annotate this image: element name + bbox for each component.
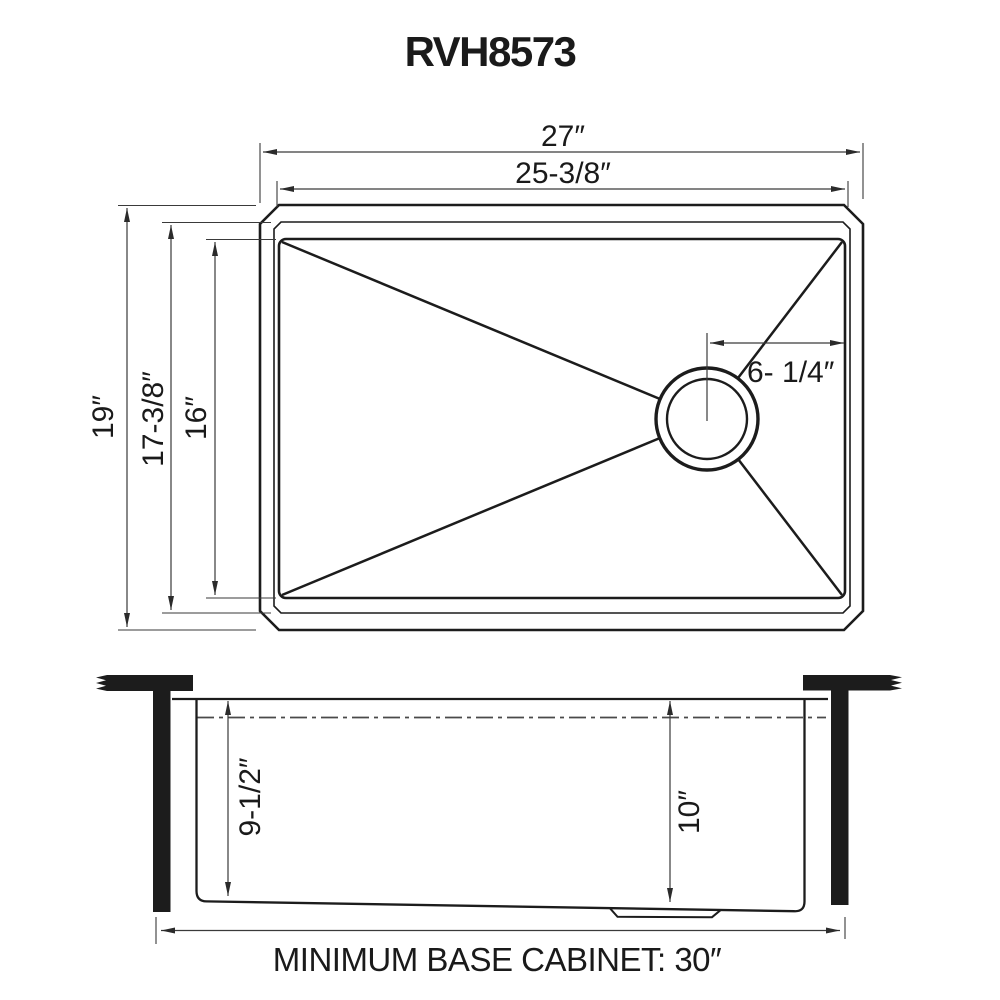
dim-depth-right: 10″	[667, 701, 706, 902]
countertop-right	[803, 675, 902, 691]
dim-label-drain-offset: 6- 1/4″	[747, 356, 835, 389]
dim-overall-width: 27″	[259, 120, 864, 203]
sink-bowl-outline	[277, 237, 847, 600]
dim-label-bowl-width: 25-3/8″	[515, 157, 611, 190]
dim-bowl-width: 25-3/8″	[276, 157, 849, 207]
countertop-left	[96, 675, 193, 691]
dim-overall-depth: 19″	[87, 204, 256, 631]
cabinet-wall-left	[153, 691, 171, 912]
sink-profile	[195, 699, 806, 913]
dim-rim-depth: 17-3/8″	[137, 221, 271, 614]
sink-rim-outline	[273, 221, 851, 614]
dim-label-rim-depth: 17-3/8″	[137, 371, 170, 467]
page-title: RVH8573	[405, 28, 576, 75]
cabinet-wall-right	[831, 690, 849, 905]
dim-label-overall-width: 27″	[541, 120, 585, 153]
bowl-slope-line-bottom-left	[281, 436, 661, 597]
dim-bowl-depth: 16″	[180, 238, 276, 599]
drain-flange	[609, 907, 722, 919]
base-cabinet-note: MINIMUM BASE CABINET: 30″	[273, 941, 722, 978]
dim-label-depth-right: 10″	[673, 790, 706, 834]
bowl-slope-line-bottom-right	[737, 458, 843, 596]
dim-label-bowl-depth: 16″	[180, 396, 213, 440]
top-view: 27″ 25-3/8″ 19″ 17-3/8″ 16″	[87, 120, 865, 632]
sink-outer-outline	[258, 203, 865, 632]
dim-drain-offset: 6- 1/4″	[710, 340, 844, 389]
dim-base-cabinet: MINIMUM BASE CABINET: 30″	[155, 917, 846, 978]
dim-depth-left: 9-1/2″	[225, 701, 267, 896]
dim-label-depth-left: 9-1/2″	[234, 757, 267, 836]
dim-label-overall-depth: 19″	[87, 395, 120, 439]
bowl-slope-line-top-right	[737, 241, 843, 379]
bowl-slope-line-top-left	[281, 240, 661, 401]
side-view: 9-1/2″ 10″ MINIMUM BASE CABINET: 30″	[96, 675, 902, 978]
